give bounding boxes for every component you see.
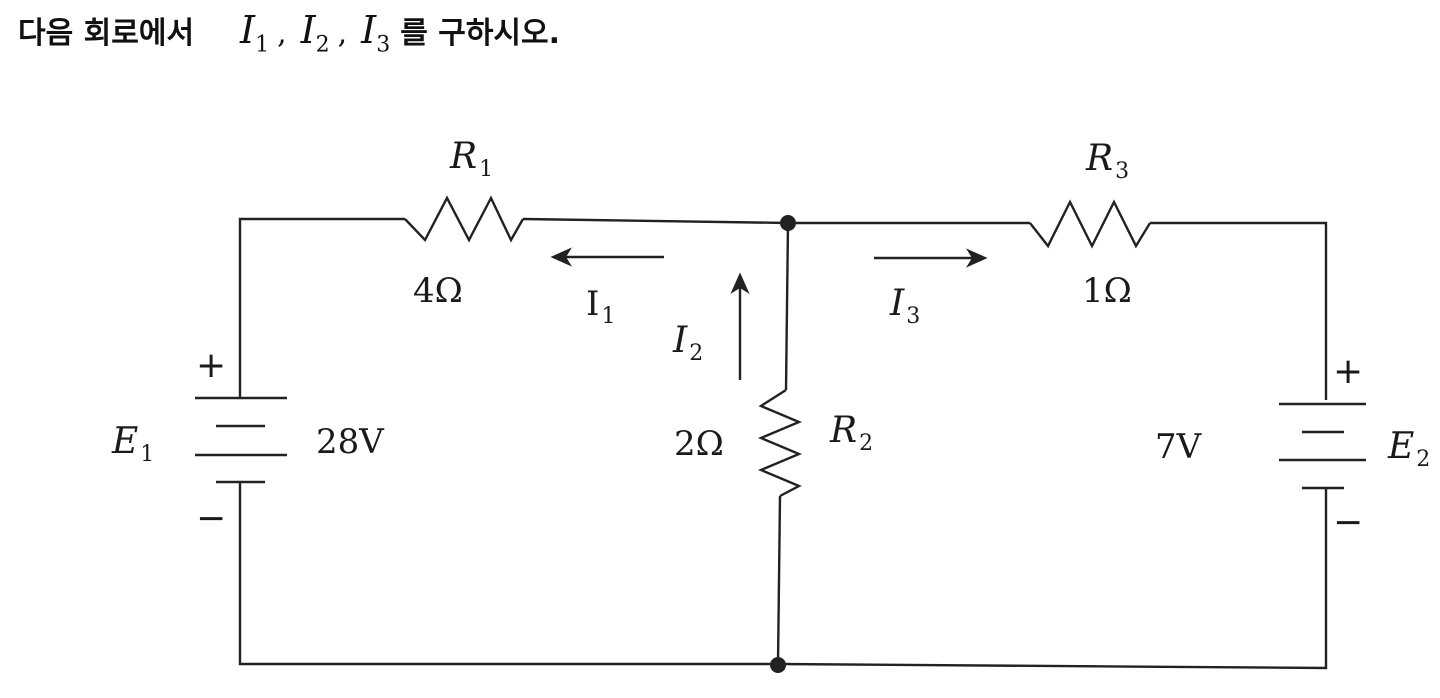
resistor-r1-value: 4Ω xyxy=(413,271,463,311)
resistor-r2-symbol xyxy=(757,388,803,498)
resistor-r1-label: R1 xyxy=(449,136,493,182)
junction-node-top xyxy=(780,215,796,231)
wire-left-top xyxy=(238,217,405,398)
question-separator: , xyxy=(277,16,287,51)
current-i1-label: I1 xyxy=(586,284,615,329)
wire-middle-bottom xyxy=(776,495,782,665)
battery-e1-symbol xyxy=(195,396,287,484)
resistor-r3-label: R3 xyxy=(1085,138,1129,184)
source-e2-plus: + xyxy=(1333,351,1363,392)
resistor-r2-label: R2 xyxy=(829,410,873,456)
wire-middle-top xyxy=(784,222,790,391)
wire-right-bottom xyxy=(777,488,1328,670)
source-e2-label: E2 xyxy=(1387,426,1430,472)
source-e2-minus: − xyxy=(1333,502,1363,543)
current-i3-label: I3 xyxy=(889,283,920,329)
question-suffix: 를 구하시오. xyxy=(400,16,561,51)
resistor-r3-symbol xyxy=(1029,199,1152,249)
resistor-r1-symbol xyxy=(404,195,525,243)
battery-e2-symbol xyxy=(1279,402,1366,490)
resistor-r3-value: 1Ω xyxy=(1082,271,1132,311)
wire-left-bottom xyxy=(238,482,778,666)
source-e1-plus: + xyxy=(196,345,226,386)
source-e2-value: 7V xyxy=(1155,427,1203,467)
current-i2-label: I2 xyxy=(672,320,703,366)
wire-right-top xyxy=(1150,221,1328,400)
source-e1-label: E1 xyxy=(111,421,154,467)
source-e1-value: 28V xyxy=(316,422,385,462)
junction-node-bottom xyxy=(770,657,786,673)
question-text: 다음 회로에서 I1 , I2 , I3 를 구하시오. xyxy=(18,8,560,68)
question-separator: , xyxy=(337,16,348,51)
wire-r1-to-node xyxy=(522,217,789,225)
source-e1-minus: − xyxy=(196,498,226,539)
question-prefix: 다음 회로에서 xyxy=(18,16,195,51)
question-var-i1: I1 xyxy=(240,8,270,58)
question-var-i3: I3 xyxy=(361,8,391,58)
resistor-r2-value: 2Ω xyxy=(674,424,724,464)
question-var-i2: I2 xyxy=(300,8,330,58)
